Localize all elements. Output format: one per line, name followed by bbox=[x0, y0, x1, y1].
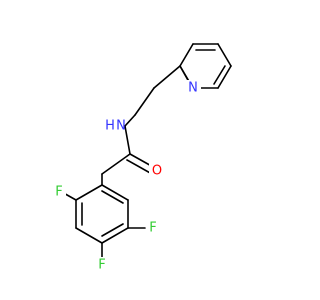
atom-labels: N H N O F F F bbox=[52, 80, 201, 273]
bond-py-c2-c3 bbox=[179, 43, 194, 67]
bond-py-c5-c6-inner bbox=[213, 65, 226, 85]
structure-canvas: N H N O F F F bbox=[52, 43, 232, 273]
bond-py-c5-c6 bbox=[217, 65, 232, 89]
pyridine-nitrogen-label: N bbox=[188, 81, 198, 96]
bond-py-c4-c5 bbox=[217, 43, 232, 67]
bond-ar-c3-c4 bbox=[75, 227, 103, 244]
fluorine-ortho-label: F bbox=[55, 185, 62, 200]
bond-ar-c4-c5-inner bbox=[101, 223, 124, 237]
bond-ar-c6-c1 bbox=[101, 184, 129, 201]
bonds bbox=[59, 43, 232, 259]
bond-ch2-ch2 bbox=[134, 87, 155, 116]
amide-hydrogen-label: H bbox=[105, 119, 115, 134]
bond-ar-c6-c1-inner bbox=[101, 190, 124, 204]
bond-co-ch2 bbox=[101, 153, 131, 175]
bond-ar-c4-c5 bbox=[101, 227, 129, 244]
carbonyl-oxygen-label: O bbox=[152, 164, 162, 179]
fluorine-para-label: F bbox=[98, 258, 105, 273]
bond-c-o-2 bbox=[126, 159, 153, 175]
bond-c2-ch2 bbox=[153, 65, 181, 89]
bond-ch2-nh bbox=[124, 114, 136, 127]
bond-nh-co bbox=[124, 125, 131, 155]
amide-nitrogen-label: N bbox=[116, 119, 126, 134]
bond-py-n-c2-inner bbox=[179, 65, 190, 83]
molecule-drawing: N H N O F F F bbox=[52, 43, 232, 273]
bond-ar-c1-c2 bbox=[75, 184, 103, 201]
fluorine-meta-label: F bbox=[149, 221, 156, 236]
